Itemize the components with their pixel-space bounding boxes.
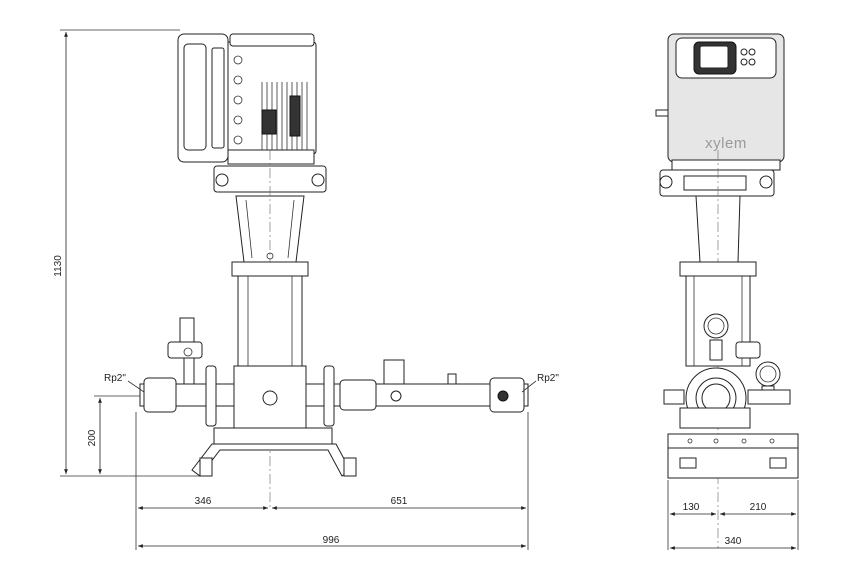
outlet-leader-line xyxy=(521,380,537,393)
dim-side-right-value: 210 xyxy=(750,502,767,513)
dim-side-left-value: 130 xyxy=(683,502,700,513)
pump-body-side xyxy=(679,261,781,401)
dim-pipe-height-value: 200 xyxy=(87,429,98,446)
outlet-manifold xyxy=(305,359,529,427)
dim-horizontal-split: 346 651 xyxy=(135,412,529,550)
dim-overall-height: 1130 xyxy=(53,29,200,477)
brand-logo-text: xylem xyxy=(705,135,747,152)
front-view: Rp2" Rp2" 1130 200 346 651 xyxy=(53,29,559,550)
dim-side-overall-value: 340 xyxy=(725,536,742,547)
base-frame-front xyxy=(191,427,357,477)
motor-stool-side xyxy=(659,150,775,548)
pump-body-front xyxy=(231,252,309,429)
dim-left-to-center-value: 346 xyxy=(195,496,212,507)
dim-side: 130 210 340 xyxy=(667,480,799,550)
base-frame-side xyxy=(667,433,799,479)
dim-overall-length-value: 996 xyxy=(323,535,340,546)
motor-front xyxy=(177,33,317,165)
control-box-side: xylem xyxy=(655,33,785,171)
outlet-thread-label: Rp2" xyxy=(537,373,559,384)
inlet-leader-line xyxy=(127,380,145,393)
side-view: xylem xyxy=(655,33,799,550)
inlet-manifold xyxy=(139,317,235,427)
pipe-flange-side xyxy=(663,367,791,429)
dim-pipe-height: 200 xyxy=(87,395,140,474)
motor-stool-front xyxy=(213,150,327,510)
dim-center-to-right-value: 651 xyxy=(391,496,408,507)
inlet-thread-label: Rp2" xyxy=(104,373,126,384)
dim-overall-length: 996 xyxy=(138,535,526,548)
dim-overall-height-value: 1130 xyxy=(53,255,64,277)
